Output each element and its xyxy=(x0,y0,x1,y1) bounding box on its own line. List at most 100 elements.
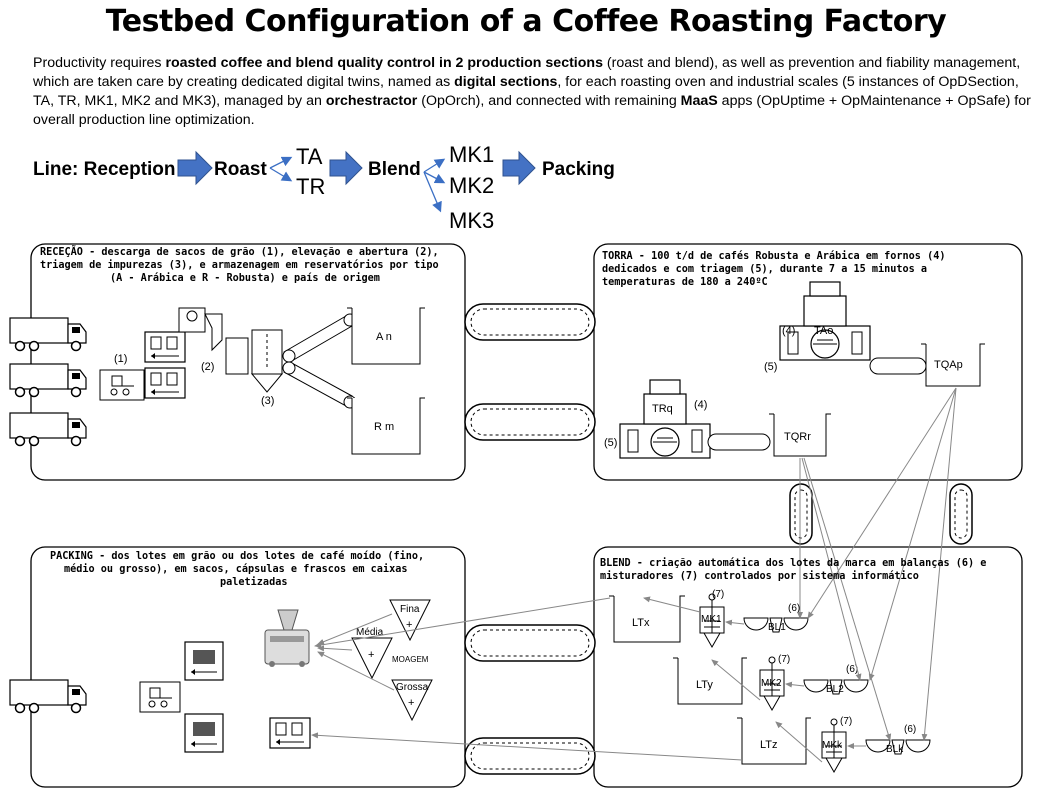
packing-line-1: PACKING - dos lotes em grão ou dos lotes… xyxy=(50,551,425,562)
torra-line-1: TORRA - 100 t/d de cafés Robusta e Arábi… xyxy=(602,251,946,262)
rececao-line-1: RECEÇÃO - descarga de sacos de grão (1),… xyxy=(40,247,439,258)
truck-icon xyxy=(9,412,87,447)
label-n4-tr: (4) xyxy=(694,399,707,411)
label-mk1: MK1 xyxy=(701,614,722,625)
label-mk2: MK2 xyxy=(761,678,782,689)
intro-bold-3: orchestractor xyxy=(325,93,418,109)
flow-arrow-2 xyxy=(329,150,363,186)
truck-icon xyxy=(9,363,87,398)
intro-text-4: (OpOrch), and connected with remaining xyxy=(417,93,681,109)
truck-icon xyxy=(9,679,87,714)
label-media: Média xyxy=(356,627,384,638)
label-n7-mk2: (7) xyxy=(778,654,790,665)
label-blk: BLk xyxy=(886,744,904,755)
blend-section-box xyxy=(593,546,1023,788)
label-grossa: Grossa xyxy=(396,682,429,693)
line-mk2: MK2 xyxy=(449,173,494,198)
label-bl1: BL1 xyxy=(768,622,786,633)
label-fina: Fina xyxy=(400,604,420,615)
forklift-icon xyxy=(139,681,181,713)
label-n1: (1) xyxy=(114,353,127,365)
belt-blend-packing-bottom xyxy=(464,737,596,775)
lot-ltz xyxy=(737,717,811,765)
line-tr: TR xyxy=(296,174,325,199)
sack-bins-icon xyxy=(144,331,186,363)
silo-tqrr xyxy=(769,413,831,457)
line-mk1: MK1 xyxy=(449,142,494,167)
capsule-pack-icon xyxy=(269,717,311,749)
torra-line-2: dedicados e com triagem (5), durante 7 a… xyxy=(602,264,928,275)
label-n2: (2) xyxy=(201,361,214,373)
label-ltz: LTz xyxy=(760,739,778,751)
intro-text-1: Productivity requires xyxy=(33,55,166,71)
label-plus: + xyxy=(368,649,374,661)
intro-text-3: , for each roasting oven and industrial … xyxy=(33,74,1019,109)
intro-text-2: (roast and blend), as well as prevention… xyxy=(33,55,1021,90)
sack-bins-icon xyxy=(144,367,186,399)
belt-rececao-torra-bottom xyxy=(464,403,596,441)
label-plus: + xyxy=(406,619,412,631)
packing-line-3: paletizadas xyxy=(220,577,288,588)
conveyor-to-rm xyxy=(282,361,357,409)
intro-text-5: apps (OpUptime + OpMaintenance + OpSafe)… xyxy=(33,93,1031,128)
silo-rm xyxy=(347,397,425,455)
blend-line-2: misturadores (7) controlados por sistema… xyxy=(600,571,919,582)
label-bl2: BL2 xyxy=(826,684,844,695)
forklift-icon xyxy=(99,369,145,401)
rececao-line-3: (A - Arábica e R - Robusta) e país de or… xyxy=(110,273,380,284)
label-n6-bl2: (6) xyxy=(846,664,858,675)
flow-arrow-3 xyxy=(502,150,536,186)
torra-line-3: temperaturas de 180 a 240ºC xyxy=(602,277,768,288)
label-an: A n xyxy=(376,331,392,343)
silo-an xyxy=(347,307,425,365)
conveyor-tr xyxy=(707,433,771,451)
packing-line-2: médio ou grosso), em sacos, cápsulas e f… xyxy=(64,564,408,575)
oven-tr xyxy=(619,379,711,459)
label-rm: R m xyxy=(374,421,394,433)
truck-icon xyxy=(9,317,87,352)
blend-description: BLEND - criação automática dos lotes da … xyxy=(600,557,986,583)
line-ta: TA xyxy=(296,144,323,169)
grinder-machine-icon xyxy=(264,609,310,667)
rececao-section-box xyxy=(30,243,466,481)
label-tqrr: TQRr xyxy=(784,431,811,443)
belt-rececao-torra-top xyxy=(464,303,596,341)
torra-to-blend-feed-lines xyxy=(797,387,957,741)
label-trq: TRq xyxy=(652,403,673,415)
belt-blend-packing-top xyxy=(464,624,596,662)
label-moagem: MOAGEM xyxy=(392,655,429,664)
label-tqap: TQAp xyxy=(934,359,963,371)
oven-ta xyxy=(779,281,871,361)
arrow-to-tr xyxy=(269,167,293,182)
label-n7-mkk: (7) xyxy=(840,716,852,727)
intro-bold-4: MaaS xyxy=(680,93,718,109)
pallet-box-icon xyxy=(184,641,224,681)
sorting-machine-icon xyxy=(225,329,284,393)
line-mk3: MK3 xyxy=(449,208,494,233)
conveyor-to-an xyxy=(282,313,357,363)
label-lty: LTy xyxy=(696,679,713,691)
arrow-to-mk3 xyxy=(423,171,442,213)
rececao-line-2: triagem de impurezas (3), e armazenagem … xyxy=(40,260,439,271)
conveyor-ta xyxy=(869,357,927,375)
belt-torra-blend-left xyxy=(789,483,813,545)
label-n4-ta: (4) xyxy=(782,325,795,337)
label-n3: (3) xyxy=(261,395,274,407)
label-tao: TAo xyxy=(814,325,833,337)
line-roast: Roast xyxy=(214,159,267,180)
packing-section-box xyxy=(30,546,466,788)
label-n5-ta: (5) xyxy=(764,361,777,373)
label-n5-tr: (5) xyxy=(604,437,617,449)
label-ltx: LTx xyxy=(632,617,650,629)
blend-line-1: BLEND - criação automática dos lotes da … xyxy=(600,558,987,569)
line-blend: Blend xyxy=(368,159,421,180)
elevator-icon xyxy=(178,307,223,352)
torra-description: TORRA - 100 t/d de cafés Robusta e Arábi… xyxy=(602,250,945,289)
label-n6-blk: (6) xyxy=(904,724,916,735)
line-packing: Packing xyxy=(542,159,615,180)
packing-flow-arrows xyxy=(311,597,743,761)
silo-tqap xyxy=(921,343,985,387)
lot-lty xyxy=(673,657,747,705)
intro-paragraph: Productivity requires roasted coffee and… xyxy=(33,54,1033,130)
